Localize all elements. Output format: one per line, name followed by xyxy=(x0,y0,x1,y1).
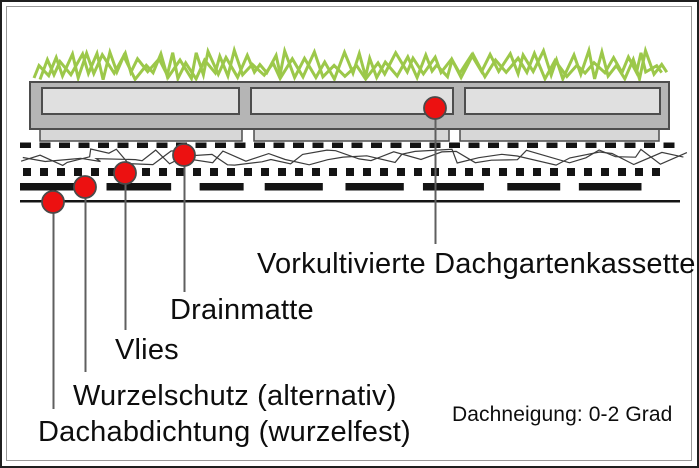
vlies-dot xyxy=(414,168,422,176)
wurzelschutz-bar xyxy=(20,183,77,191)
vlies-dot xyxy=(295,168,303,176)
vlies-dot xyxy=(499,168,507,176)
vlies-dot xyxy=(278,168,286,176)
drainmat-dash xyxy=(468,142,480,148)
wurzelschutz-bar xyxy=(106,183,172,191)
drainmat-dash xyxy=(117,142,129,148)
drainmat-dash xyxy=(390,142,402,148)
vlies-dot xyxy=(159,168,167,176)
dachabdichtung-line xyxy=(20,200,680,203)
vlies-dot xyxy=(346,168,354,176)
marker-dot-vlies xyxy=(113,161,137,185)
drainmat-dash xyxy=(312,142,324,148)
vlies-dot xyxy=(516,168,524,176)
vlies-dot xyxy=(363,168,371,176)
vlies-dot xyxy=(210,168,218,176)
grass-layer xyxy=(38,44,669,85)
vlies-dot xyxy=(74,168,82,176)
vlies-dot xyxy=(329,168,337,176)
vlies-dot xyxy=(193,168,201,176)
vlies-dot xyxy=(380,168,388,176)
vlies-dot xyxy=(465,168,473,176)
drainmat-dash xyxy=(78,142,90,148)
vlies-dot xyxy=(244,168,252,176)
vlies-dot xyxy=(618,168,626,176)
vlies-dot xyxy=(91,168,99,176)
drainmat-dash xyxy=(644,142,655,148)
drainmat-dash xyxy=(605,142,616,148)
drainmat-dash xyxy=(585,142,597,148)
vlies-dot xyxy=(601,168,609,176)
vlies-dot xyxy=(550,168,558,176)
vlies-dot xyxy=(584,168,592,176)
vlies-dot xyxy=(652,168,660,176)
drainmat-dash xyxy=(410,142,421,148)
drainmat-dash xyxy=(293,142,304,148)
vlies-dot xyxy=(261,168,269,176)
drainmat-dash xyxy=(215,142,226,148)
cassette-panel xyxy=(41,87,240,115)
vlies-dot xyxy=(312,168,320,176)
drainmat-dash xyxy=(566,142,577,148)
label-drainmatte: Drainmatte xyxy=(170,294,314,326)
marker-dot-drainmatte xyxy=(172,143,196,167)
label-dachabdichtung: Dachabdichtung (wurzelfest) xyxy=(38,416,411,448)
vlies-dot xyxy=(23,168,31,176)
drainmat-dash xyxy=(137,142,148,148)
wurzelschutz-bar xyxy=(507,183,561,191)
drainmat-scribble xyxy=(22,148,684,166)
drainmat-dash xyxy=(507,142,519,148)
vlies-dot xyxy=(176,168,184,176)
vlies-dot xyxy=(142,168,150,176)
drainmat-scribble xyxy=(20,148,688,167)
drainmat-dash xyxy=(332,142,343,148)
drainmat-dash xyxy=(663,142,675,148)
wurzelschutz-bar xyxy=(578,183,642,191)
roof-slope-note: Dachneigung: 0-2 Grad xyxy=(452,403,673,426)
vlies-dot xyxy=(533,168,541,176)
vlies-dot xyxy=(227,168,235,176)
drainmat-dash xyxy=(371,142,382,148)
wurzelschutz-bar xyxy=(345,183,404,191)
label-dachgartenkassette: Vorkultivierte Dachgartenkassette xyxy=(257,248,696,280)
drainmat-dash xyxy=(546,142,558,148)
drainmat-dash xyxy=(59,142,70,148)
cassette-panel xyxy=(464,87,661,115)
cassette-shadow xyxy=(459,128,660,142)
vlies-dot xyxy=(567,168,575,176)
marker-dot-wurzelschutz xyxy=(73,175,97,199)
label-vlies: Vlies xyxy=(115,334,179,366)
vlies-dot xyxy=(448,168,456,176)
label-wurzelschutz: Wurzelschutz (alternativ) xyxy=(73,380,397,412)
vlies-dot xyxy=(482,168,490,176)
vlies-dot xyxy=(57,168,65,176)
drainmat-dash xyxy=(98,142,109,148)
cassette-shadow xyxy=(39,128,243,142)
marker-dot-kassette xyxy=(423,96,447,120)
cassette-panel xyxy=(250,87,454,115)
drainmat-dash xyxy=(488,142,499,148)
vlies-dot xyxy=(108,168,116,176)
wurzelschutz-bar xyxy=(264,183,323,191)
drainmat-dash xyxy=(195,142,207,148)
cassette-shadow xyxy=(253,128,450,142)
wurzelschutz-bar xyxy=(422,183,484,191)
vlies-dot xyxy=(40,168,48,176)
drainmat-dash xyxy=(273,142,285,148)
vlies-dot xyxy=(635,168,643,176)
drainmat-dash xyxy=(624,142,636,148)
drainmat-dash xyxy=(527,142,538,148)
drainmat-dash xyxy=(234,142,246,148)
drainmat-dash xyxy=(449,142,460,148)
vlies-dot xyxy=(397,168,405,176)
marker-dot-dachabdichtung xyxy=(41,190,65,214)
drainmat-dash xyxy=(351,142,363,148)
drainmat-dash xyxy=(20,142,31,148)
drainmat-dash xyxy=(254,142,265,148)
wurzelschutz-bar xyxy=(199,183,244,191)
drainmat-dash xyxy=(39,142,51,148)
drainmat-dash xyxy=(156,142,168,148)
